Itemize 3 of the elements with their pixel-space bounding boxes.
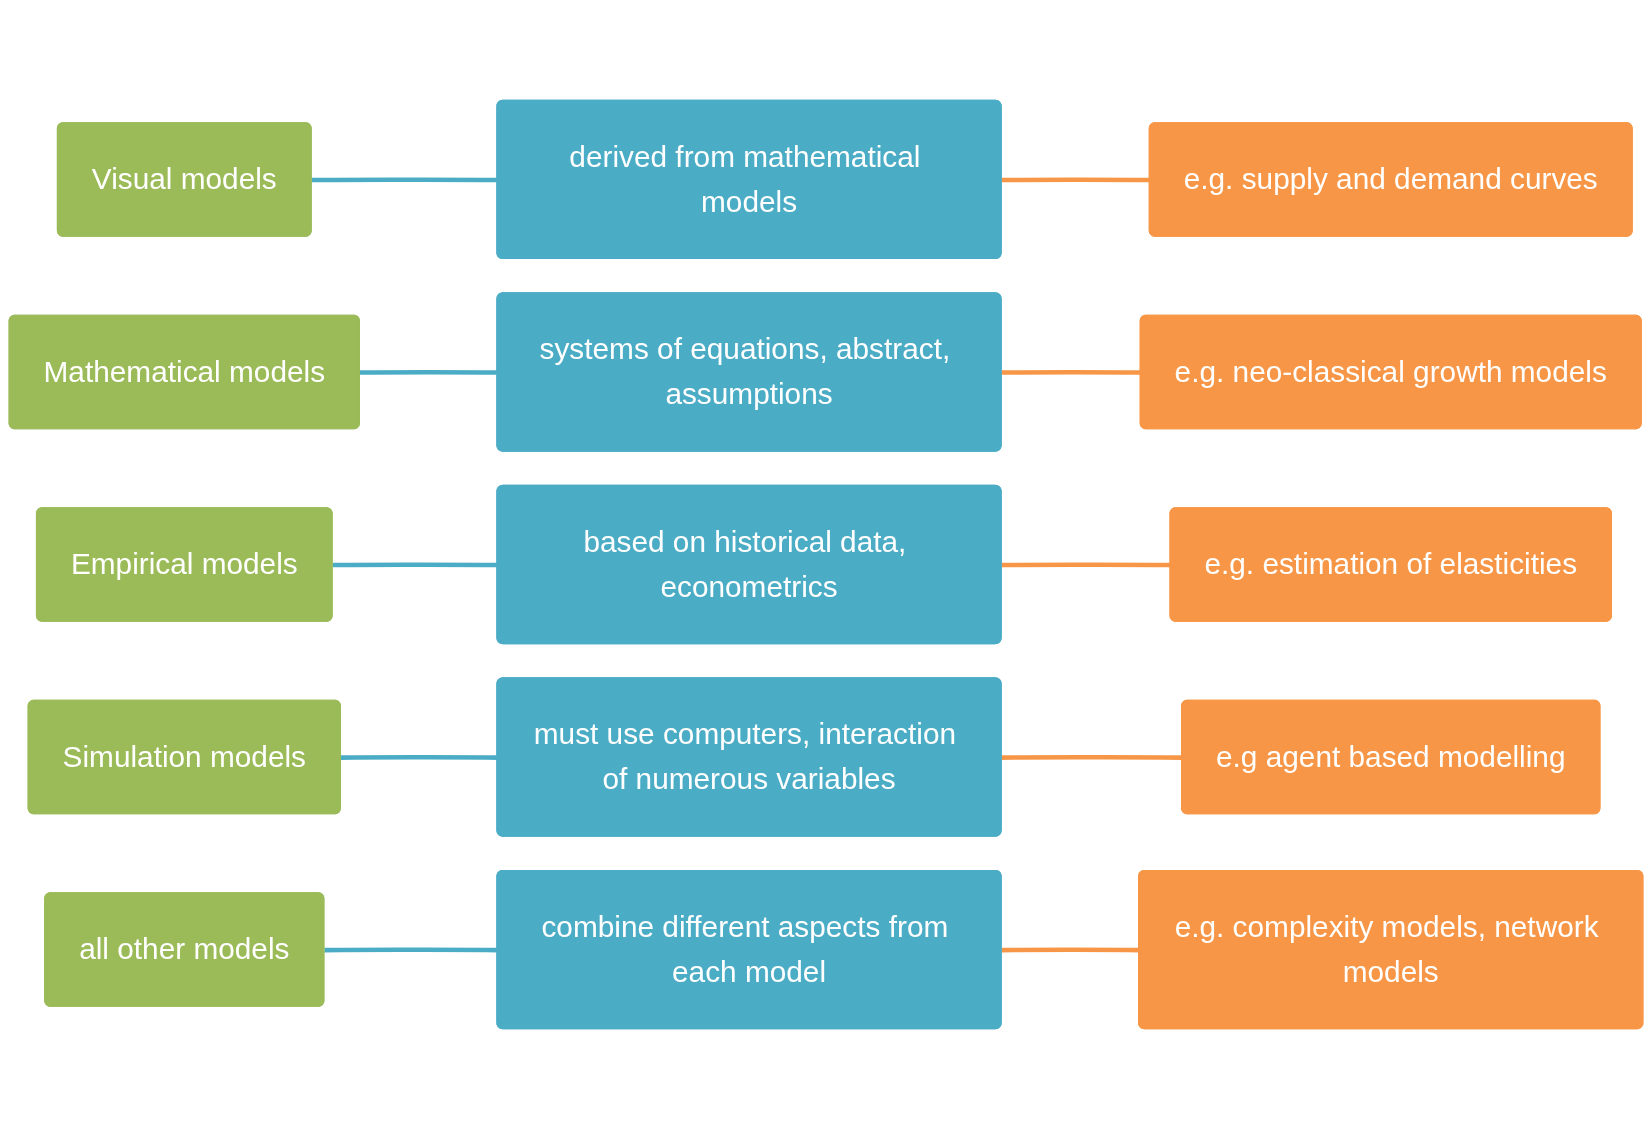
- connector: [1001, 177, 1150, 183]
- connector: [1001, 369, 1141, 375]
- connector: [1001, 562, 1171, 568]
